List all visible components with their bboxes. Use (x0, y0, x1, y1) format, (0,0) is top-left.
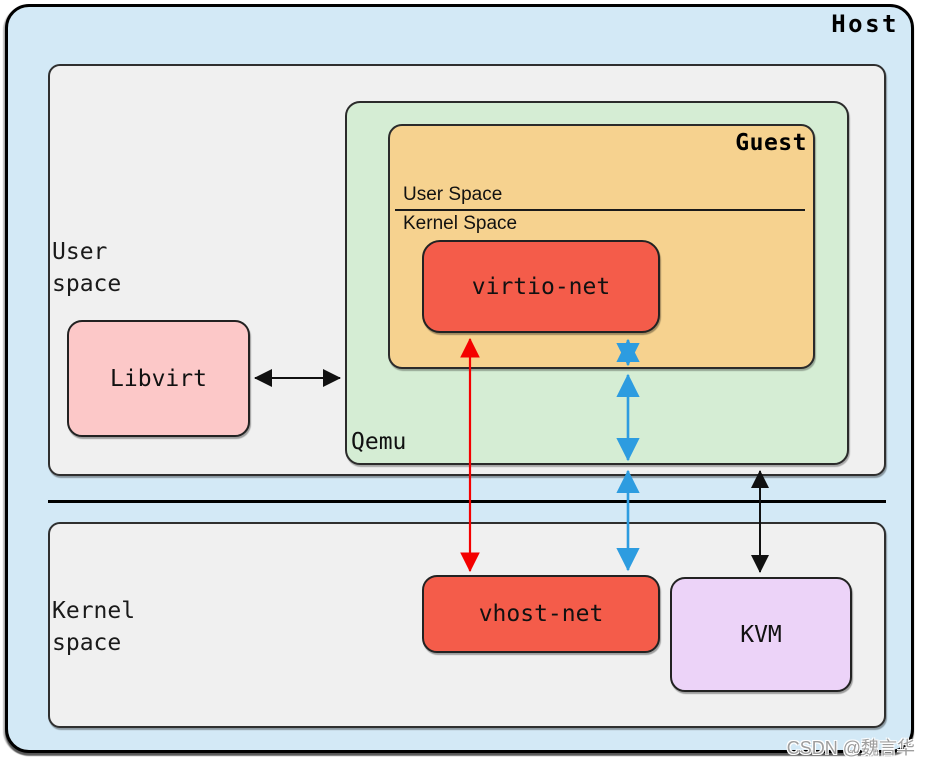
guest-label: Guest (735, 130, 807, 156)
qemu-label: Qemu (351, 429, 407, 455)
guest-box: Guest User Space Kernel Space virtio-net (388, 124, 815, 369)
user-kernel-divider-line (48, 500, 886, 503)
vhost-net-label: vhost-net (478, 601, 604, 627)
virtio-net-label: virtio-net (471, 273, 611, 300)
host-container: Host User space Libvirt Guest User Space… (5, 4, 914, 753)
guest-kernel-space-label: Kernel Space (403, 213, 518, 234)
guest-user-space-label: User Space (403, 184, 503, 205)
kvm-box: KVM (670, 577, 852, 692)
kernel-space-label: Kernel space (52, 598, 136, 656)
vhost-net-box: vhost-net (422, 575, 660, 653)
libvirt-label: Libvirt (110, 365, 207, 392)
kvm-label: KVM (740, 621, 782, 648)
user-space-region: User space Libvirt Guest User Space Kern… (48, 64, 886, 476)
qemu-box: Guest User Space Kernel Space virtio-net… (345, 101, 849, 465)
user-space-label: User space (52, 239, 122, 297)
guest-space-divider-line (395, 209, 805, 211)
libvirt-box: Libvirt (67, 320, 250, 437)
kernel-space-region: Kernel space vhost-net KVM (48, 522, 886, 728)
host-label: Host (831, 10, 899, 38)
watermark: CSDN @魏言华 (786, 738, 915, 758)
virtio-net-box: virtio-net (422, 240, 660, 333)
